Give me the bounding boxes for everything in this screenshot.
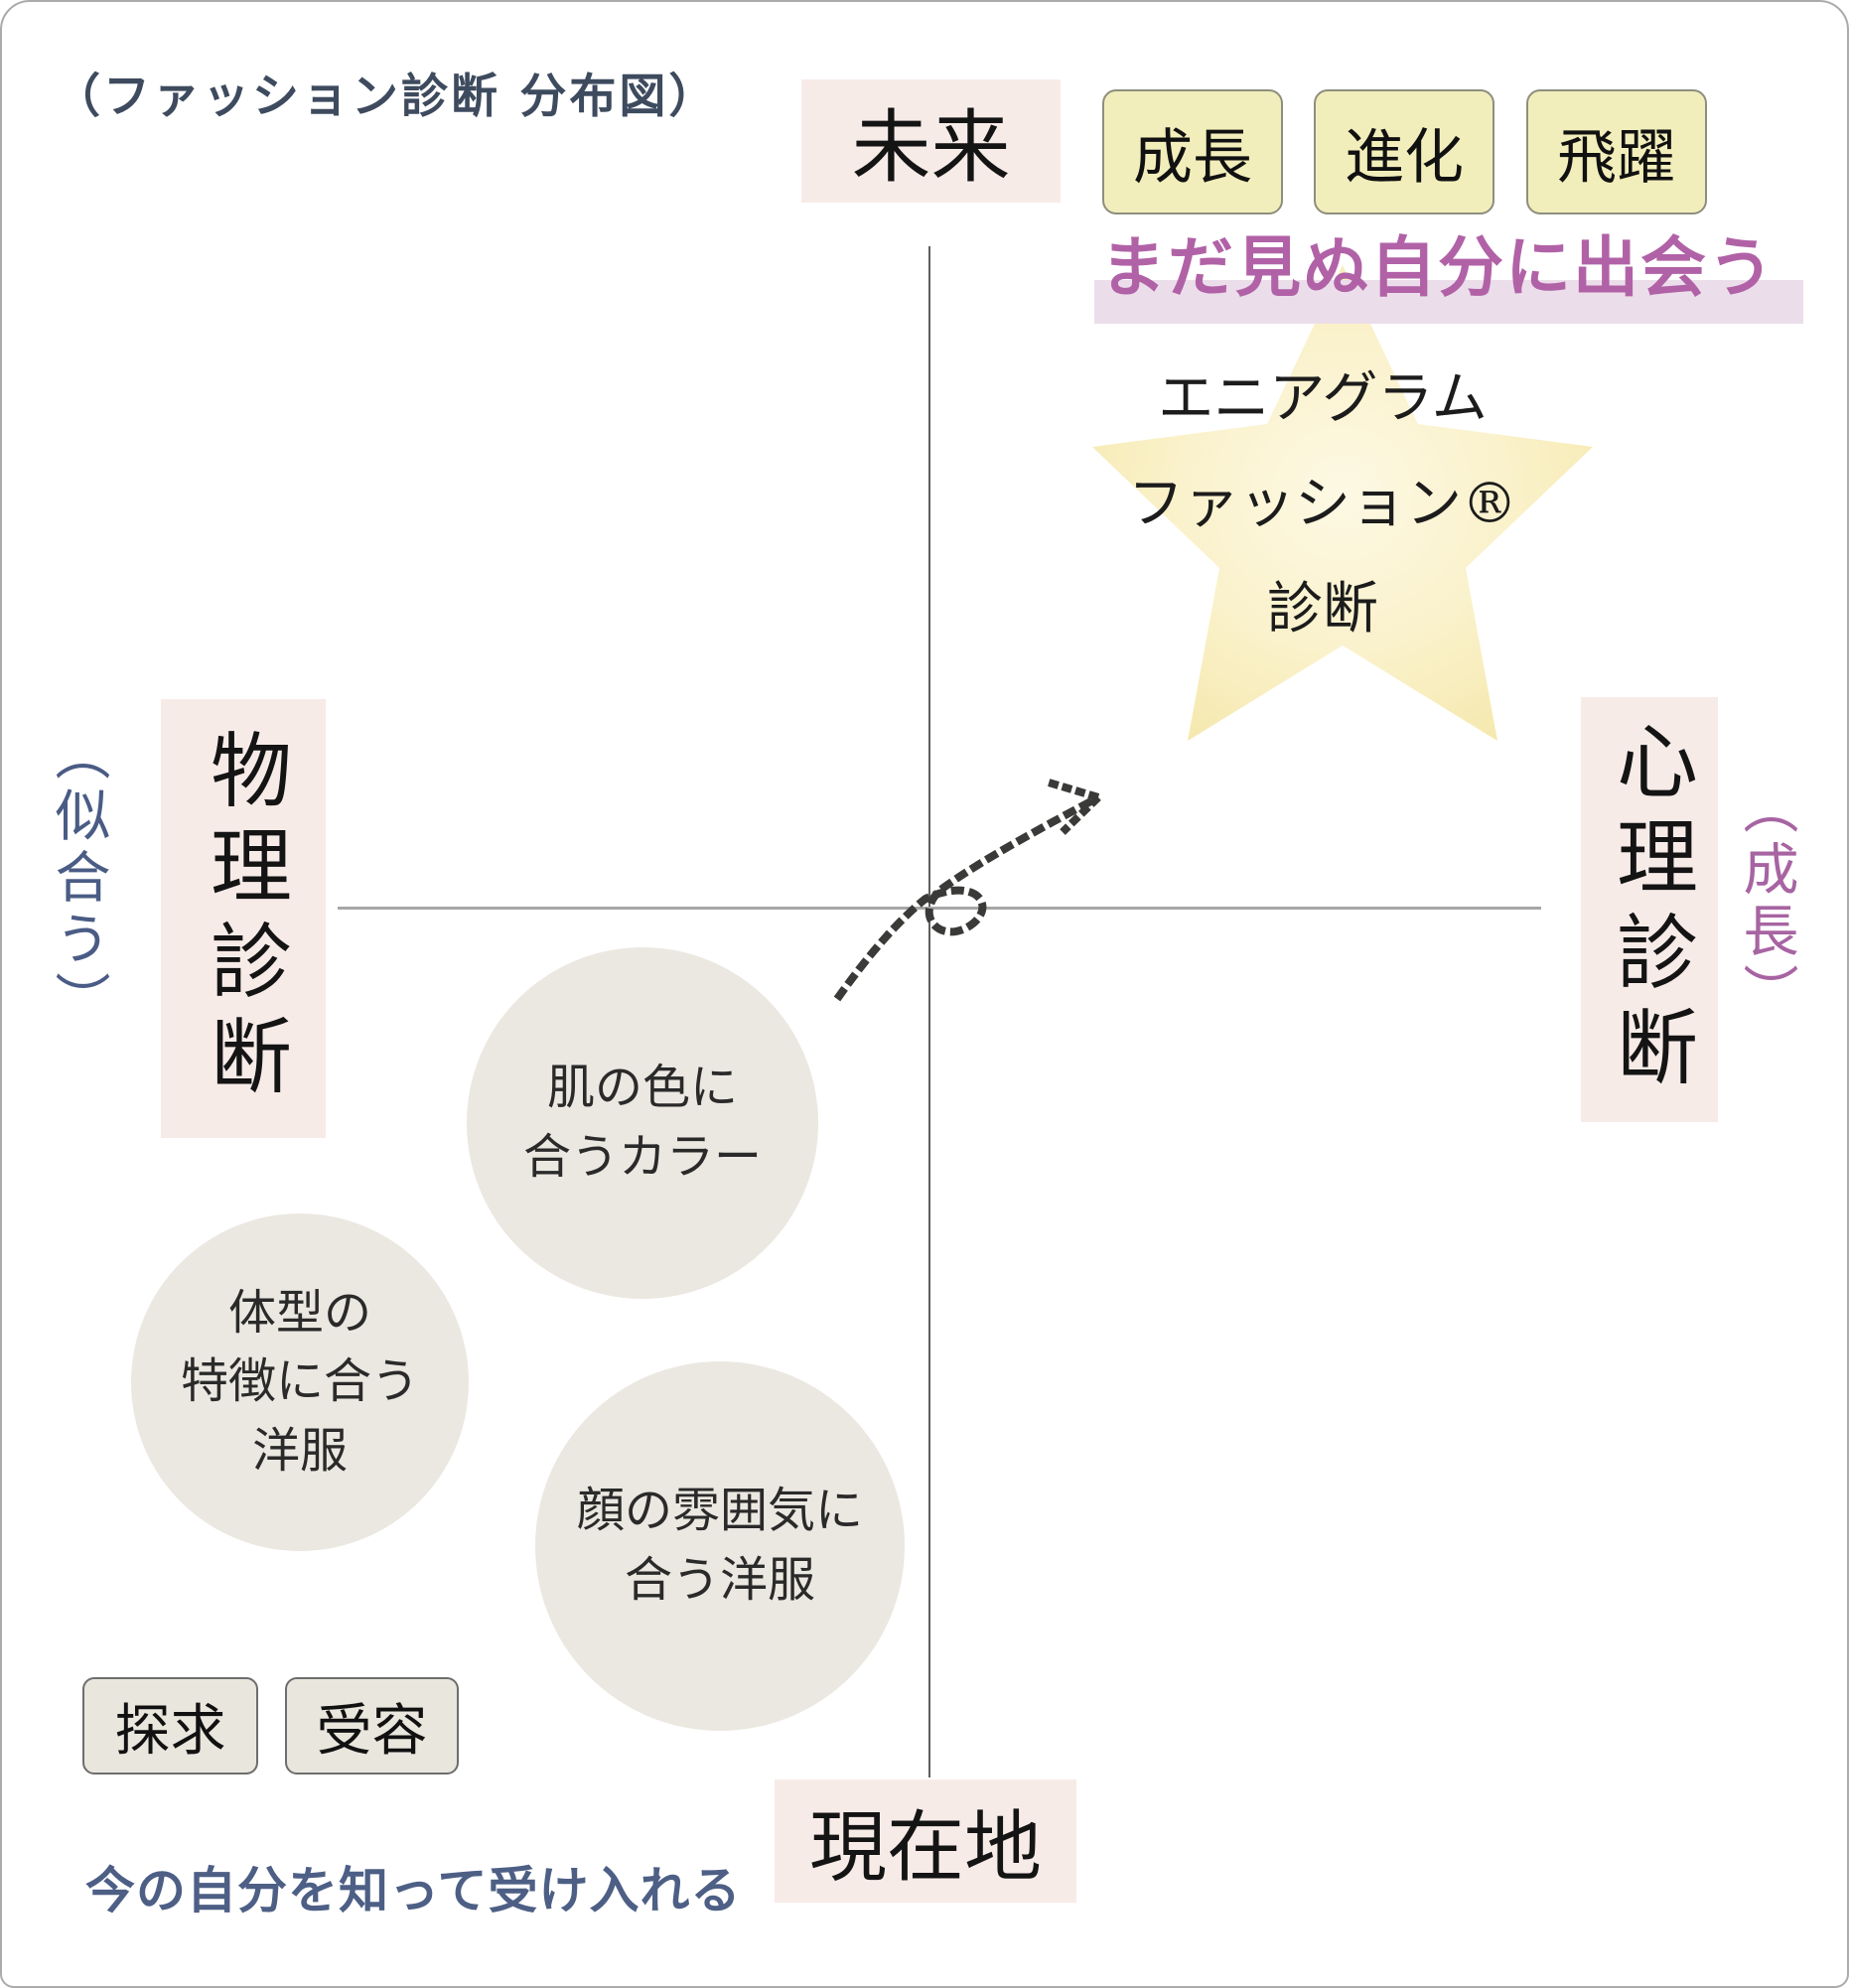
page-title: （ファッション診断 分布図） [54,70,719,124]
axis-label-physical-diagnosis-text: 物理診断 [196,728,291,1109]
star-caption-line-2: ファッション® [1128,472,1517,536]
axis-sublabel-suits-you: （似合う） [46,725,110,1033]
star-caption: エニアグラム ファッション® 診断 [1079,347,1566,662]
axis-label-future-text: 未来 [851,101,1011,194]
keyword-chip-leap: 飛躍 [1526,89,1707,214]
axis-sublabel-growth: （成長） [1734,779,1798,1025]
axis-label-psychological-diagnosis-text: 心理診断 [1602,719,1697,1100]
hand-drawn-arrow-icon [833,779,1101,1002]
circle-face-atmosphere-line-2: 合う洋服 [624,1552,815,1608]
axis-label-psychological-diagnosis: 心理診断 [1581,697,1718,1122]
axis-label-physical-diagnosis: 物理診断 [161,699,326,1138]
star-caption-line-3: 診断 [1267,577,1378,641]
vertical-axis-line [928,246,930,1777]
horizontal-axis-line [338,907,1541,910]
keyword-chip-evolution: 進化 [1314,89,1494,214]
axis-label-current-location: 現在地 [775,1779,1076,1903]
circle-body-type-line-3: 洋服 [251,1422,348,1479]
circle-skin-color: 肌の色に 合うカラー [467,947,818,1299]
circle-face-atmosphere: 顔の雰囲気に 合う洋服 [535,1361,905,1731]
keyword-chip-growth: 成長 [1102,89,1283,214]
headline-meet-unknown-self: まだ見ぬ自分に出会う [1094,214,1803,324]
star-caption-line-1: エニアグラム [1158,366,1488,431]
keyword-chip-exploration: 探求 [82,1677,258,1775]
circle-body-type: 体型の 特徴に合う 洋服 [131,1213,469,1551]
circle-body-type-line-2: 特徴に合う [180,1353,419,1410]
circle-skin-color-line-1: 肌の色に [546,1060,738,1116]
axis-label-future: 未来 [801,79,1061,203]
bottom-note-accept-current-self: 今の自分を知って受け入れる [85,1862,742,1919]
circle-skin-color-line-2: 合うカラー [522,1129,762,1185]
circle-body-type-line-1: 体型の [227,1284,371,1341]
axis-label-current-location-text: 現在地 [808,1803,1042,1893]
keyword-chip-acceptance: 受容 [285,1677,459,1775]
circle-face-atmosphere-line-1: 顔の雰囲気に [576,1483,863,1539]
